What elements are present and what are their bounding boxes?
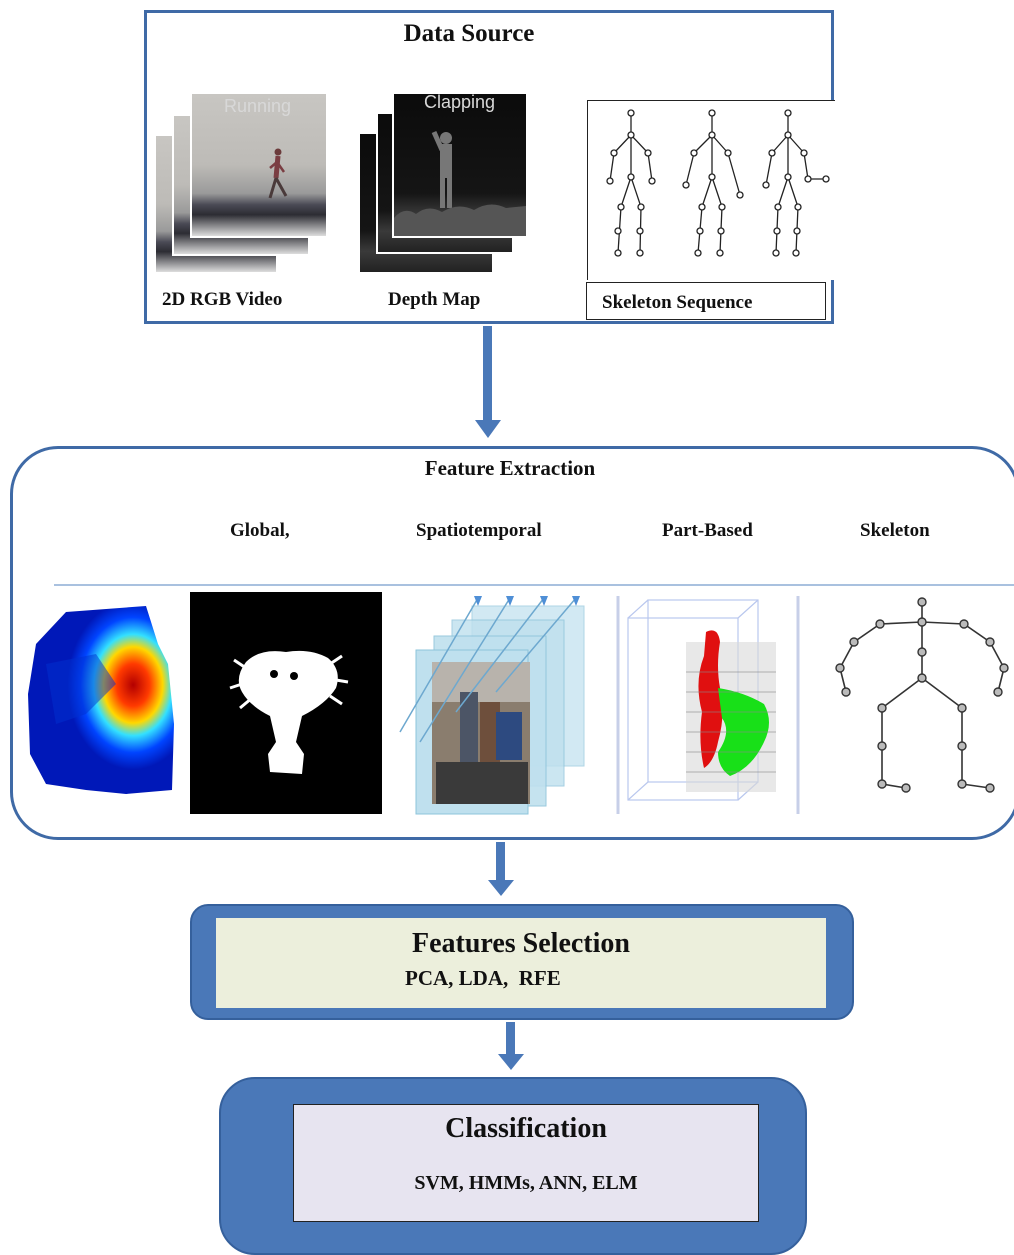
rgb-frame-label: Running bbox=[224, 96, 292, 116]
features-selection-title: Features Selection bbox=[412, 928, 630, 959]
classification-methods: SVM, HMMs, ANN, ELM bbox=[414, 1172, 638, 1194]
arrow-down-2 bbox=[488, 842, 514, 896]
heatmap-figure bbox=[28, 606, 174, 794]
classification-title: Classification bbox=[445, 1113, 607, 1144]
part-based-figure bbox=[616, 596, 800, 814]
runner-figure bbox=[268, 148, 288, 199]
spatiotemporal-figure bbox=[399, 596, 585, 815]
skeleton-caption: Skeleton Sequence bbox=[602, 292, 753, 313]
arrow-down-1 bbox=[475, 326, 501, 438]
silhouette-figure bbox=[190, 592, 382, 814]
features-selection-methods: PCA, LDA, RFE bbox=[405, 966, 561, 990]
depth-frame-label: Clapping bbox=[424, 92, 496, 112]
classification-inner bbox=[293, 1104, 759, 1222]
depth-map-caption: Depth Map bbox=[388, 289, 481, 310]
clapping-silhouette bbox=[394, 130, 526, 236]
category-spatiotemporal: Spatiotemporal bbox=[416, 520, 542, 541]
feature-extraction-title: Feature Extraction bbox=[424, 456, 596, 480]
rgb-frame-front bbox=[190, 92, 328, 238]
feature-divider bbox=[54, 584, 1014, 586]
features-selection-inner bbox=[216, 918, 826, 1008]
rgb-video-caption: 2D RGB Video bbox=[162, 289, 283, 310]
skeleton-caption-box bbox=[586, 282, 826, 320]
skeleton-figures bbox=[606, 109, 830, 257]
category-part-based: Part-Based bbox=[662, 520, 753, 541]
skeleton-graph-figure bbox=[835, 597, 1009, 793]
category-global: Global, bbox=[230, 520, 290, 541]
depth-frame-front bbox=[392, 92, 528, 238]
data-source-title: Data Source bbox=[403, 20, 535, 47]
arrow-down-3 bbox=[498, 1022, 524, 1070]
skeleton-sequence-panel bbox=[587, 100, 835, 280]
category-skeleton: Skeleton bbox=[860, 520, 930, 541]
